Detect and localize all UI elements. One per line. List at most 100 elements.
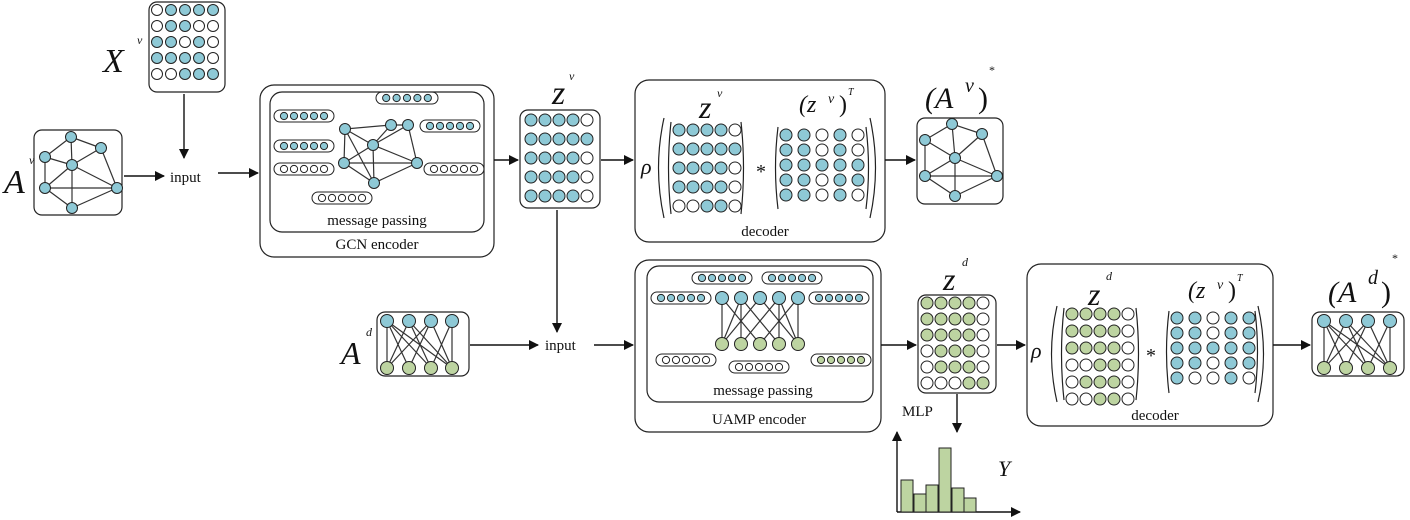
uamp-capsule-dot	[707, 273, 717, 283]
gcn-capsule-dot	[445, 121, 455, 131]
ad-bipartite-edge	[430, 320, 453, 369]
av-graph-node	[65, 131, 77, 143]
decoder-top-z-matrix-cell	[728, 180, 742, 194]
decoder-top-z-matrix-cell	[700, 123, 714, 137]
decoder-bottom-zt-matrix-cell	[1206, 356, 1220, 370]
zv-matrix-cell	[566, 151, 580, 165]
adstar-bipartite-bottom-node	[1339, 361, 1353, 375]
decoder-bottom-z-matrix-cell	[1065, 307, 1079, 321]
av-graph-box	[33, 129, 123, 216]
decoder-bottom-z-matrix-cell	[1121, 358, 1135, 372]
uamp-capsule-dot	[697, 273, 707, 283]
zv-matrix-cell	[524, 189, 538, 203]
decoder-top-zt-matrix-cell	[779, 143, 793, 157]
decoder-bottom-zt-matrix-cell	[1170, 356, 1184, 370]
avstar-close: )	[978, 82, 988, 115]
ad-bipartite-top-node	[380, 314, 394, 328]
zd-matrix-cell	[934, 328, 948, 342]
decoder-top-outer-right-paren	[869, 117, 877, 219]
gcn-capsule-dot	[382, 93, 391, 103]
decoder-bottom-zt-sup-t: T	[1237, 273, 1244, 284]
decoder-bottom-z-matrix-cell	[1065, 324, 1079, 338]
zd-matrix-cell	[934, 312, 948, 326]
zd-matrix-cell	[948, 312, 962, 326]
zd-matrix-cell	[920, 296, 934, 310]
ad-bipartite-bottom-node	[424, 361, 438, 375]
decoder-bottom-z-matrix-cell	[1121, 375, 1135, 389]
uamp-bipartite-bottom-node	[715, 337, 729, 351]
uamp-capsule-dot	[737, 273, 747, 283]
zv-matrix-cell	[580, 132, 594, 146]
adstar-star: *	[1392, 251, 1398, 265]
av-graph-node	[39, 151, 51, 163]
gcn-capsule-dot	[299, 164, 309, 174]
av-graph-edge	[71, 187, 118, 209]
avstar-graph-node	[949, 190, 961, 202]
ad-label-sup: d	[366, 325, 373, 339]
zd-matrix-cell	[934, 376, 948, 390]
decoder-bottom-z-matrix-cell	[1121, 341, 1135, 355]
zd-matrix-cell	[948, 344, 962, 358]
xv-matrix-box	[148, 1, 226, 93]
ad-bipartite-box	[376, 311, 470, 377]
zd-matrix-cell	[934, 360, 948, 374]
uamp-capsule-dot	[807, 273, 817, 283]
gcn-graph-node	[411, 157, 423, 169]
y-label: Y	[998, 456, 1013, 481]
decoder-top-z-matrix-cell	[686, 161, 700, 175]
decoder-bottom-star: *	[1146, 345, 1156, 367]
avstar-graph-box	[916, 117, 1004, 205]
uamp-capsule-dot	[826, 355, 836, 365]
decoder-bottom-z-matrix-cell	[1093, 375, 1107, 389]
gcn-capsule-dot	[465, 121, 475, 131]
avstar-graph-edge	[954, 157, 998, 177]
zv-matrix-cell	[580, 189, 594, 203]
decoder-bottom-zt-matrix-cell	[1242, 371, 1256, 385]
decoder-bottom-outer-right-paren	[1257, 305, 1265, 403]
av-graph-edge	[100, 147, 118, 189]
gcn-capsule-dot	[317, 193, 327, 203]
decoder-bottom-zt-matrix-cell	[1224, 356, 1238, 370]
zd-matrix-cell	[976, 328, 990, 342]
decoder-top-z-right-bracket	[740, 121, 745, 215]
av-graph-node	[95, 142, 107, 154]
gcn-capsule-dot	[425, 121, 435, 131]
gcn-graph-edge	[372, 124, 409, 146]
xv-matrix-cell	[151, 68, 163, 80]
gcn-capsule-dot	[439, 164, 449, 174]
decoder-bottom-z-matrix-cell	[1121, 307, 1135, 321]
adstar-bipartite-top-node	[1339, 314, 1353, 328]
avstar-graph-edge	[954, 175, 998, 197]
gcn-capsule-dot	[319, 141, 329, 151]
zv-matrix-cell	[524, 170, 538, 184]
zv-matrix-cell	[580, 151, 594, 165]
gcn-capsule-dot	[455, 121, 465, 131]
gcn-capsule-dot	[289, 111, 299, 121]
histogram-bar	[913, 493, 927, 513]
ad-label: A	[339, 335, 361, 371]
decoder-top-zt-matrix-cell	[815, 188, 829, 202]
decoder-bottom-z-matrix-cell	[1121, 324, 1135, 338]
decoder-bottom-z-matrix-cell	[1079, 324, 1093, 338]
decoder-top-zt-matrix-cell	[815, 128, 829, 142]
ad-bipartite-top-node	[445, 314, 459, 328]
decoder-top-z-matrix-cell	[672, 123, 686, 137]
decoder-top-z-matrix-cell	[686, 180, 700, 194]
decoder-top-rho: ρ	[640, 154, 652, 179]
uamp-capsule-dot	[854, 293, 864, 303]
gcn-capsule-dot	[392, 93, 401, 103]
gcn-graph-node	[402, 119, 414, 131]
uamp-bipartite-top-node	[772, 291, 786, 305]
uamp-bipartite-edge	[759, 297, 799, 345]
decoder-top-star: *	[756, 161, 766, 183]
gcn-capsule-dot	[459, 164, 469, 174]
decoder-bottom-zt-matrix-cell	[1242, 311, 1256, 325]
decoder-top-z-matrix-cell	[728, 123, 742, 137]
uamp-bipartite-edge	[740, 297, 780, 345]
uamp-message-passing-box	[646, 265, 874, 403]
zd-matrix-cell	[962, 360, 976, 374]
decoder-top-z-matrix-cell	[672, 142, 686, 156]
decoder-top-z-matrix-cell	[714, 199, 728, 213]
uamp-bipartite-top-node	[734, 291, 748, 305]
xv-matrix-cell	[151, 4, 163, 16]
